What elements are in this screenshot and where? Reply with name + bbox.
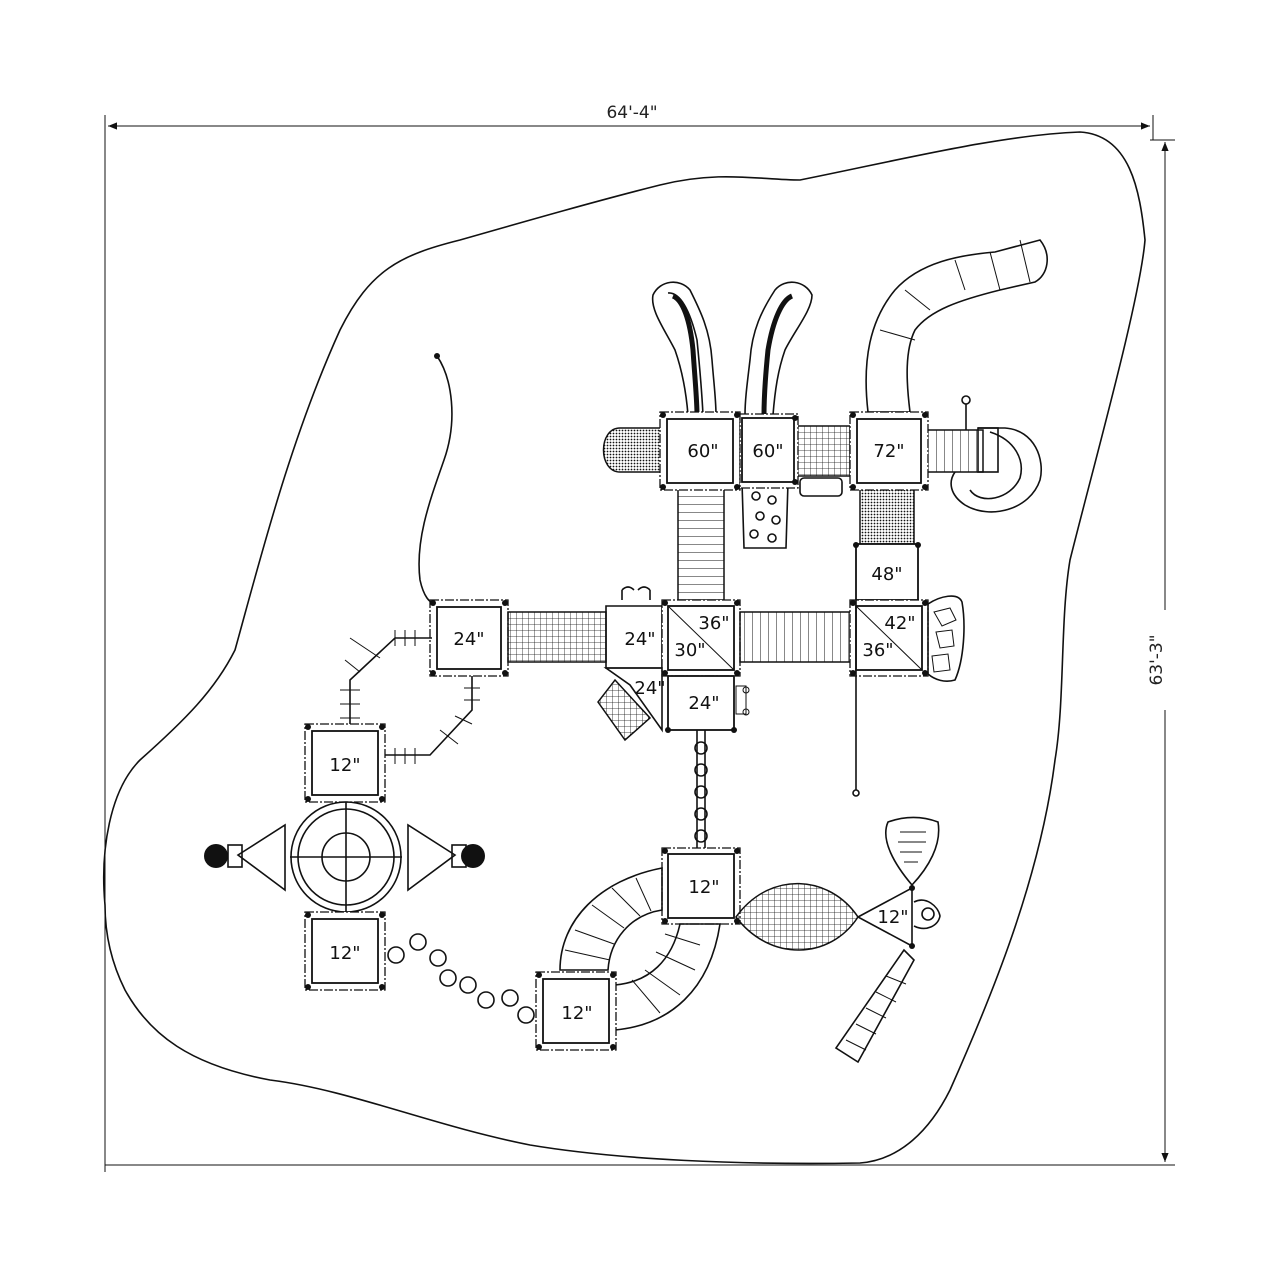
wavy-climber xyxy=(418,355,453,605)
deck-60-right: 60" xyxy=(739,413,799,489)
width-label: 64'-4" xyxy=(606,103,657,123)
wave-slide-right xyxy=(744,281,813,416)
deck-12-bottom: 12" xyxy=(535,971,617,1051)
deck-60-left: 60" xyxy=(659,411,741,491)
height-label: 63'-3" xyxy=(1147,634,1167,685)
side-triangle-left xyxy=(204,823,286,892)
deck-label: 12" xyxy=(877,907,908,928)
rock-climbing-wall xyxy=(927,595,965,682)
net-ellipse xyxy=(735,882,859,951)
deck-36-30-split: 36" 30" xyxy=(661,599,741,677)
deck-label: 12" xyxy=(329,755,360,776)
deck-48: 48" xyxy=(853,542,921,601)
bridge-right xyxy=(924,429,984,473)
deck-label: 48" xyxy=(871,564,902,585)
deck-24-center: 24" xyxy=(605,586,663,669)
leaf-climber xyxy=(885,816,940,887)
deck-label: 24" xyxy=(634,678,665,699)
crawl-tube-left xyxy=(602,427,666,473)
deck-72: 72" xyxy=(849,411,929,491)
deck-12-right: 12" xyxy=(856,885,941,949)
tube-slide xyxy=(865,239,1048,413)
stepping-pods xyxy=(387,933,535,1024)
height-dimension: 63'-3" xyxy=(105,139,1175,1166)
deck-label: 42" xyxy=(884,613,915,634)
mesh-72-to-48 xyxy=(859,487,915,545)
site-boundary xyxy=(102,131,1146,1165)
stairs-60-to-36 xyxy=(677,487,725,601)
deck-12-lower-left: 12" xyxy=(304,911,386,991)
bridge-upper xyxy=(795,425,851,477)
deck-12-center: 12" xyxy=(661,847,741,925)
deck-label: 24" xyxy=(453,629,484,650)
wave-slide-left xyxy=(651,281,717,416)
deck-label: 72" xyxy=(873,441,904,462)
deck-label: 12" xyxy=(688,877,719,898)
rock-climber xyxy=(741,481,789,549)
deck-24-lower: 24" xyxy=(665,675,750,733)
deck-label: 30" xyxy=(674,640,705,661)
deck-label: 60" xyxy=(752,441,783,462)
width-dimension: 64'-4" xyxy=(104,100,1154,1172)
diamond-panel xyxy=(597,678,652,742)
deck-24-stair: 24" xyxy=(603,667,666,733)
deck-label: 12" xyxy=(329,943,360,964)
deck-label: 60" xyxy=(687,441,718,462)
deck-label: 36" xyxy=(698,613,729,634)
zigzag-ladder xyxy=(340,630,480,764)
deck-label: 12" xyxy=(561,1003,592,1024)
deck-label: 24" xyxy=(624,629,655,650)
deck-24-left: 24" xyxy=(429,599,509,677)
side-triangle-right xyxy=(407,823,485,892)
net-bridge xyxy=(507,611,607,663)
spiral-slide-right xyxy=(950,427,1042,513)
deck-12-upper-left: 12" xyxy=(304,723,386,803)
deck-42-36-split: 42" 36" xyxy=(849,599,929,677)
deck-label: 24" xyxy=(688,693,719,714)
chain-climber xyxy=(694,730,708,850)
spinner-wheel xyxy=(290,801,402,913)
roller-bridge xyxy=(739,611,851,663)
deck-label: 36" xyxy=(862,640,893,661)
angled-ladder xyxy=(834,948,915,1064)
